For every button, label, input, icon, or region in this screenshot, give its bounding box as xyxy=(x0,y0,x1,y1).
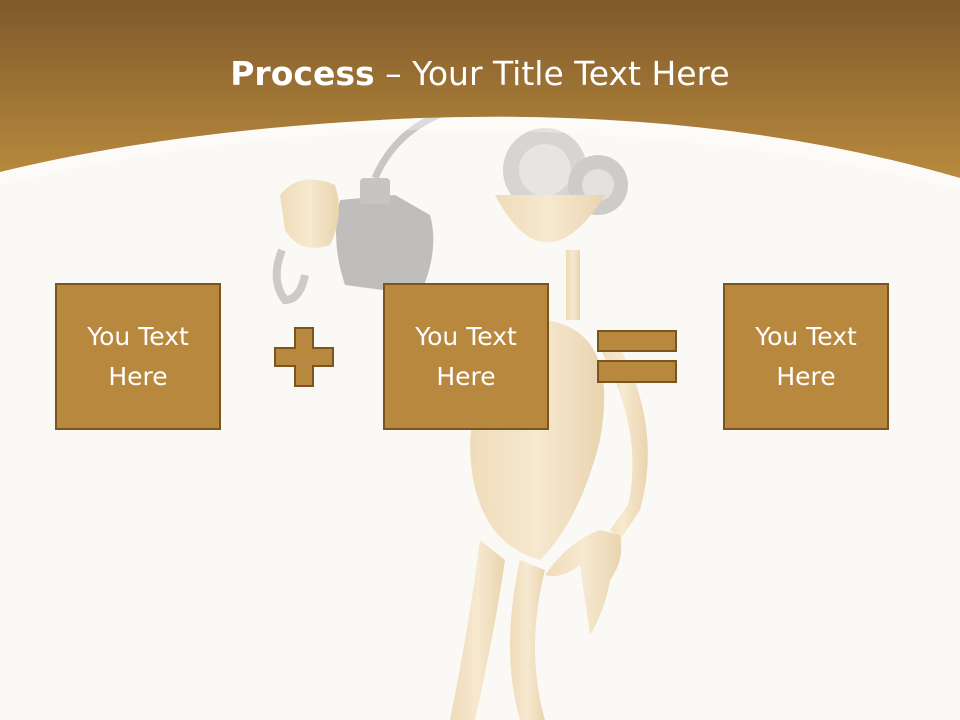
text-box-1-label: You Text Here xyxy=(87,321,189,391)
header-swoosh xyxy=(0,116,960,190)
plus-icon xyxy=(274,327,334,387)
equals-icon xyxy=(597,330,677,383)
header-band xyxy=(0,0,960,178)
text-box-3[interactable]: You Text Here xyxy=(723,283,889,430)
text-box-3-label: You Text Here xyxy=(755,321,857,391)
text-box-1[interactable]: You Text Here xyxy=(55,283,221,430)
slide-title: Process – Your Title Text Here xyxy=(0,52,960,96)
title-rest: Your Title Text Here xyxy=(412,54,730,93)
title-separator: – xyxy=(374,54,413,93)
title-bold: Process xyxy=(230,54,375,93)
text-box-2[interactable]: You Text Here xyxy=(383,283,549,430)
text-box-2-label: You Text Here xyxy=(415,321,517,391)
